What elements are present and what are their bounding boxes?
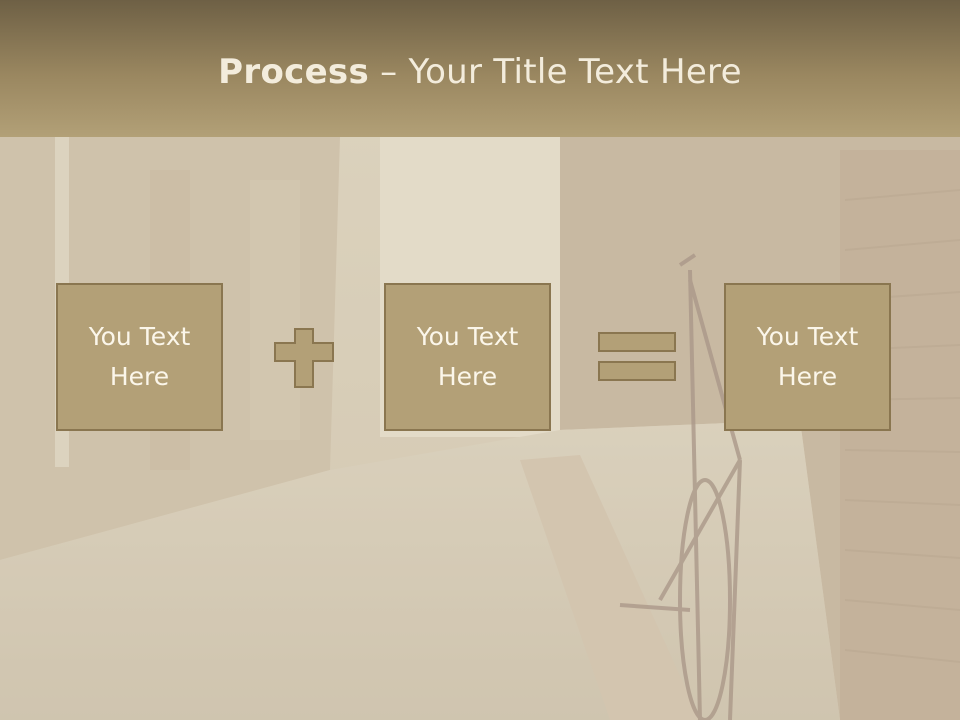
process-box-1[interactable]: You Text Here (56, 283, 223, 431)
title-bold: Process (218, 52, 370, 92)
process-box-2[interactable]: You Text Here (384, 283, 551, 431)
title-bar (0, 0, 960, 137)
process-box-1-text: You Text Here (88, 322, 191, 391)
title-rest: – Your Title Text Here (369, 52, 742, 92)
process-box-3[interactable]: You Text Here (724, 283, 891, 431)
slide-title[interactable]: Process – Your Title Text Here (0, 52, 960, 92)
process-box-2-text: You Text Here (416, 322, 519, 391)
process-box-3-text: You Text Here (756, 322, 859, 391)
